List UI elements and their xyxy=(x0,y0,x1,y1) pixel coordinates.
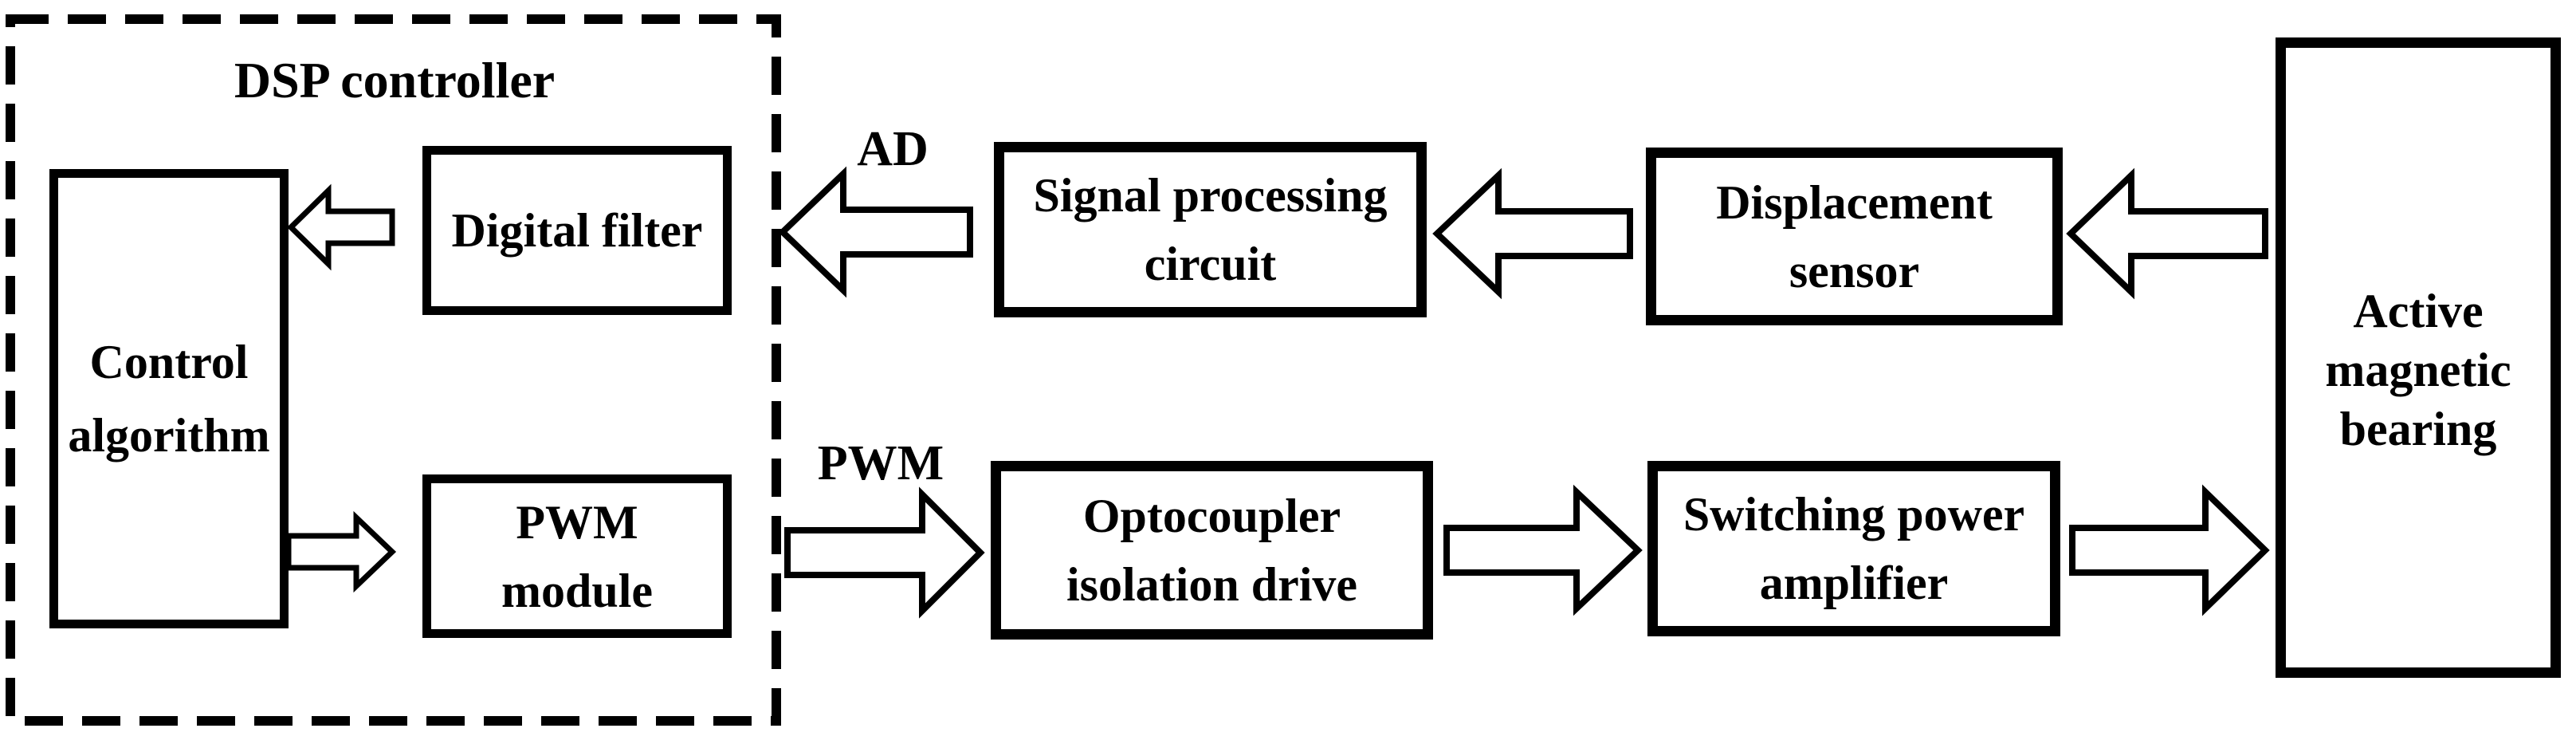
arrow-optocoupler-to-switching-amplifier xyxy=(1443,484,1643,616)
arrow-digital-filter-to-control-algorithm xyxy=(286,183,395,271)
node-digital-filter: Digital filter xyxy=(422,146,732,315)
dsp-controller-dashed-border xyxy=(6,14,781,726)
arrow-bearing-to-displacement-sensor xyxy=(2066,167,2268,300)
ad-signal-label: AD xyxy=(857,122,929,176)
dsp-controller-title: DSP controller xyxy=(234,52,556,108)
arrow-signal-processing-to-digital-filter-ad xyxy=(778,166,973,298)
arrow-switching-amplifier-to-bearing xyxy=(2069,484,2270,616)
arrow-control-algorithm-to-pwm-module xyxy=(285,510,397,593)
pwm-signal-label: PWM xyxy=(817,436,944,490)
arrow-pwm-module-to-optocoupler-pwm xyxy=(784,486,985,619)
arrow-displacement-sensor-to-signal-processing xyxy=(1432,167,1633,300)
